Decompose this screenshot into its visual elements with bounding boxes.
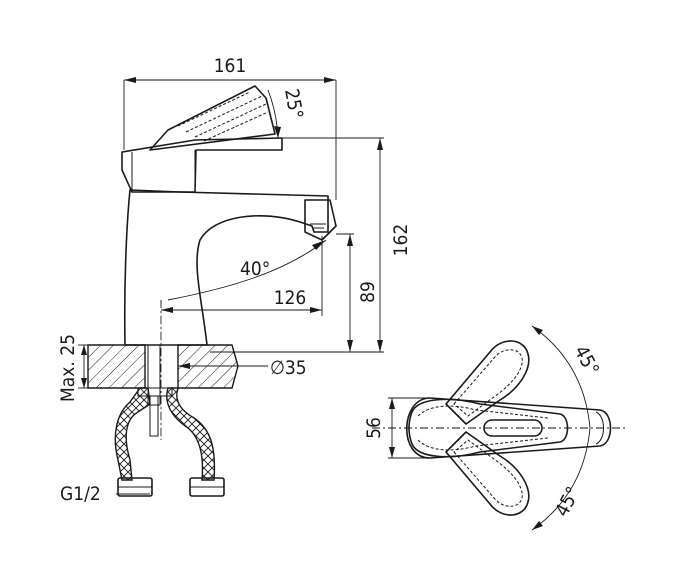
countertop-right [177,344,239,389]
dim-thread: G1/2 [60,483,101,505]
dim-lever-angle: 25° [280,87,307,121]
lever-handle [121,137,283,193]
lever-tilted [149,85,276,151]
spout-aerator [304,199,337,241]
lever-rotated-down [445,431,530,516]
dim-base-width: 56 [363,417,385,439]
lever-grip-slot [483,419,543,437]
dim-spout-reach: 126 [274,287,307,309]
dim-total-length: 161 [214,55,247,77]
mounting-shank [147,344,161,406]
hose-left [114,387,151,481]
dim-spout-angle: 40° [240,258,270,280]
top-view: 56 45° 45° [363,325,625,531]
lever-rotated-up [445,340,530,425]
countertop-left [87,344,146,389]
mounting-stud [149,395,159,437]
dim-spout-height: 89 [357,281,379,303]
dim-rotation-bottom: 45° [551,483,585,520]
dim-total-height: 162 [390,224,412,257]
dim-max-thickness: Max. 25 [57,334,79,402]
hose-right [166,387,216,481]
dim-hole-diameter: ∅35 [270,357,307,379]
faucet-body [123,189,329,346]
lever-center [408,398,569,458]
side-view: 161 25° 162 89 40° 126 Max. 25 [57,55,412,505]
